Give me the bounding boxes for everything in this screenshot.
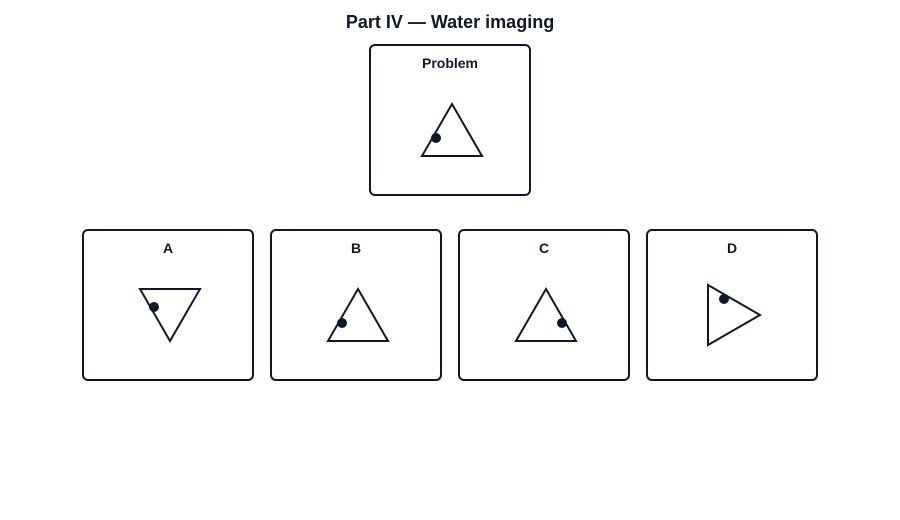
triangle-up-shape <box>326 286 390 342</box>
dot-marker <box>149 302 159 312</box>
dot-marker <box>431 133 441 143</box>
option-c-card[interactable]: C <box>458 229 630 381</box>
option-d-card[interactable]: D <box>646 229 818 381</box>
option-c-label: C <box>538 240 550 256</box>
option-b-label: B <box>350 240 362 256</box>
option-b-figure <box>326 286 390 342</box>
problem-panel: Problem <box>369 44 531 196</box>
option-c-figure <box>514 286 578 342</box>
dot-marker <box>557 318 567 328</box>
page-title: Part IV — Water imaging <box>345 12 555 32</box>
triangle-right-shape <box>707 283 763 347</box>
option-a-card[interactable]: A <box>82 229 254 381</box>
problem-label: Problem <box>421 55 478 71</box>
option-a-label: A <box>162 240 174 256</box>
triangle-up-shape <box>514 286 578 342</box>
triangle-down-shape <box>138 288 202 344</box>
option-d-figure <box>707 283 763 347</box>
problem-figure <box>420 101 484 157</box>
triangle-up-shape <box>420 101 484 157</box>
dot-marker <box>719 294 729 304</box>
option-b-card[interactable]: B <box>270 229 442 381</box>
option-a-figure <box>138 288 202 344</box>
dot-marker <box>337 318 347 328</box>
option-d-label: D <box>726 240 738 256</box>
